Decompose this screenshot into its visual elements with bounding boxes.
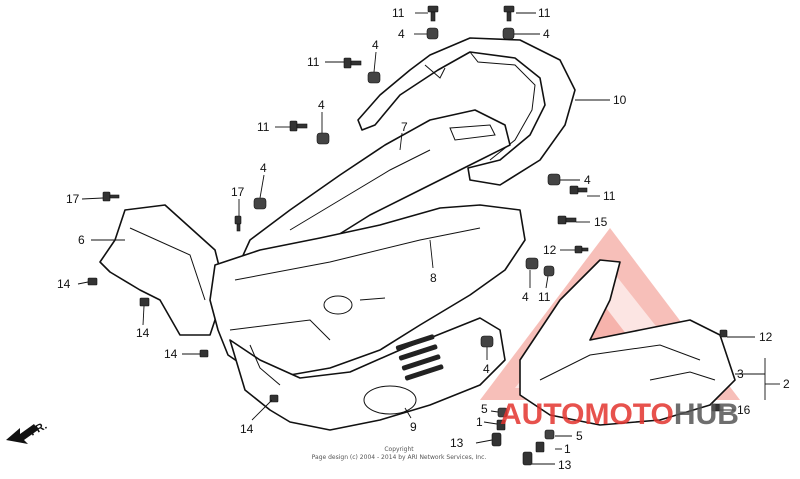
- copyright-notice: Copyright Page design (c) 2004 - 2014 by…: [312, 446, 487, 461]
- bolt-icon: [574, 245, 589, 254]
- callout-11: 11: [307, 55, 320, 69]
- callout-11: 11: [257, 120, 270, 134]
- callout-3: 3: [737, 367, 744, 381]
- bolt-icon: [719, 329, 728, 338]
- front-direction-arrow: FR.: [6, 420, 49, 444]
- callout-15: 15: [594, 215, 608, 229]
- callout-17: 17: [66, 192, 80, 206]
- grommet-icon: [497, 407, 508, 418]
- clip-icon: [491, 432, 502, 447]
- fasteners: [87, 5, 728, 466]
- callout-17: 17: [231, 185, 245, 199]
- callout-14: 14: [57, 277, 71, 291]
- callout-1: 1: [564, 442, 571, 456]
- callout-4: 4: [260, 161, 267, 175]
- callout-13: 13: [450, 436, 464, 450]
- grommet-icon: [544, 429, 555, 440]
- copyright-line-1: Copyright: [384, 446, 414, 453]
- bolt-icon: [102, 191, 120, 202]
- clip-icon: [522, 451, 533, 466]
- grommet-icon: [502, 27, 515, 40]
- bolt-icon: [234, 215, 242, 232]
- grommet-icon: [525, 257, 539, 270]
- callout-6: 6: [78, 233, 85, 247]
- clip-icon: [87, 277, 98, 286]
- grab-rail-part-10: [357, 37, 576, 186]
- grommet-icon: [426, 27, 439, 40]
- bolt-icon: [557, 215, 577, 225]
- callout-4: 4: [398, 27, 405, 41]
- body-cover-part-8: [209, 204, 526, 376]
- callout-2: 2: [783, 377, 790, 391]
- svg-text:AUTOMOTOHUB: AUTOMOTOHUB: [500, 398, 739, 431]
- callout-4: 4: [522, 290, 529, 304]
- callout-12: 12: [543, 243, 557, 257]
- callout-4: 4: [372, 38, 379, 52]
- grommet-icon: [253, 197, 267, 210]
- left-panel-part-6: [99, 204, 226, 336]
- watermark-auto: AUTO: [500, 398, 584, 431]
- callout-16: 16: [737, 403, 751, 417]
- grommet-icon: [543, 265, 555, 277]
- callout-11: 11: [603, 189, 616, 203]
- copyright-line-2: Page design (c) 2004 - 2014 by ARI Netwo…: [312, 454, 487, 461]
- clip-icon: [496, 419, 506, 431]
- callout-12: 12: [759, 330, 773, 344]
- grommet-icon: [480, 335, 494, 348]
- grommet-icon: [316, 132, 330, 145]
- direction-label: FR.: [28, 420, 49, 439]
- callout-7: 7: [401, 120, 408, 134]
- callout-11: 11: [392, 6, 405, 20]
- callout-11: 11: [538, 290, 551, 304]
- lower-cover-part-9: [229, 317, 506, 431]
- bolt-icon: [503, 5, 515, 22]
- callout-14: 14: [164, 347, 178, 361]
- callout-4: 4: [483, 362, 490, 376]
- watermark-moto: MOTO: [584, 398, 673, 431]
- leader-lines: [77, 12, 780, 465]
- grommet-icon: [367, 71, 381, 84]
- right-cover-part-3: [519, 259, 736, 426]
- callout-4: 4: [318, 98, 325, 112]
- callout-4: 4: [543, 27, 550, 41]
- bolt-icon: [569, 185, 588, 195]
- callout-11: 11: [538, 6, 551, 20]
- callout-4: 4: [584, 173, 591, 187]
- watermark-text: AUTOMOTOHUB: [500, 398, 739, 431]
- bolt-icon: [427, 5, 439, 22]
- callout-5: 5: [576, 429, 583, 443]
- grommet-icon: [547, 173, 561, 186]
- callout-14: 14: [240, 422, 254, 436]
- watermark-hub: HUB: [674, 398, 739, 431]
- callout-8: 8: [430, 271, 437, 285]
- callout-labels: 11 4 11 4 11 4 10 4 11 7 4 17 4 17 4 11 …: [57, 6, 790, 472]
- clip-icon: [535, 441, 545, 453]
- callout-5: 5: [481, 402, 488, 416]
- clip-icon: [139, 297, 150, 307]
- callout-9: 9: [410, 420, 417, 434]
- bolt-icon: [289, 120, 308, 132]
- bolt-icon: [711, 403, 721, 412]
- callout-1: 1: [476, 415, 483, 429]
- callout-14: 14: [136, 326, 150, 340]
- callout-13: 13: [558, 458, 572, 472]
- vent-grille: [395, 334, 444, 381]
- bolt-icon: [343, 57, 362, 69]
- clip-icon: [199, 349, 209, 358]
- callout-10: 10: [613, 93, 627, 107]
